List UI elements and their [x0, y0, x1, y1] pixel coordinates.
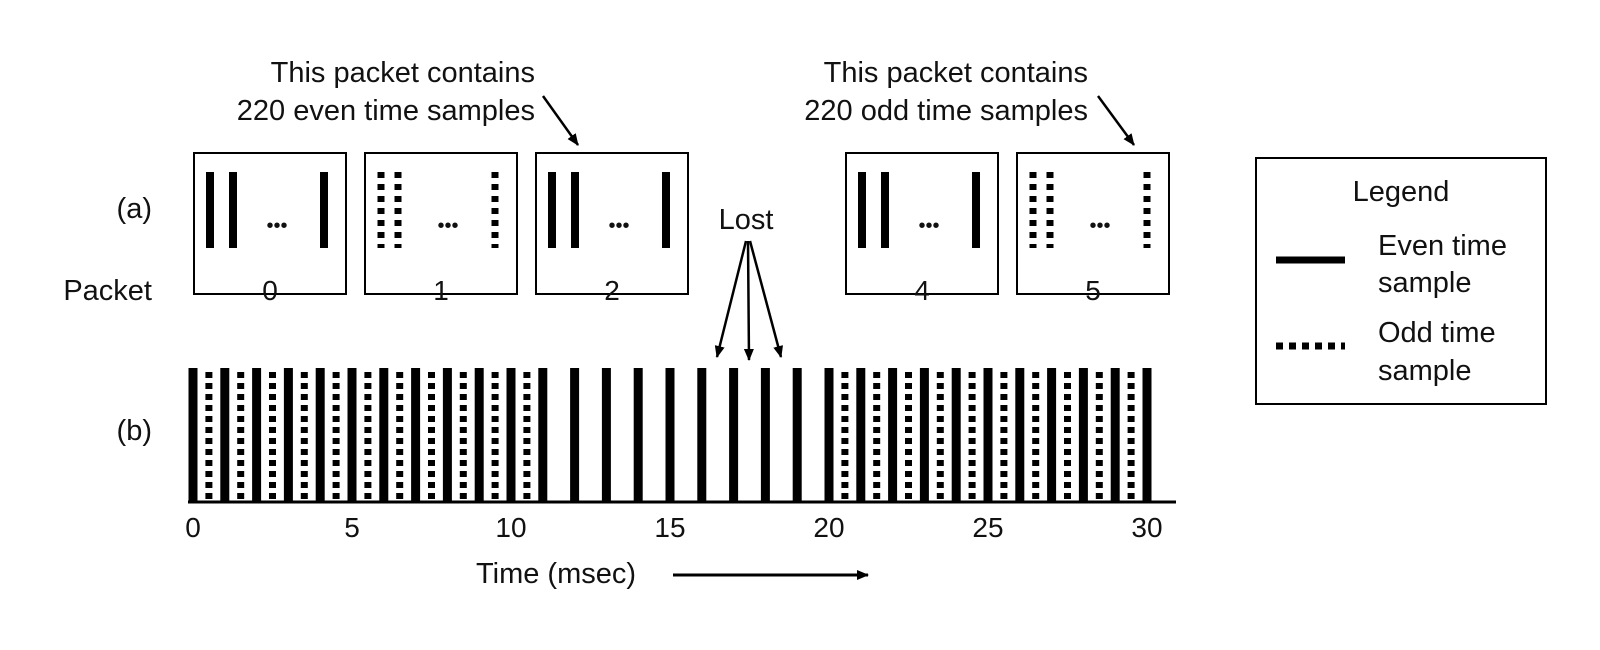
lost-arrow-right [748, 240, 783, 358]
callout-even-arrow [541, 95, 580, 146]
packet-ellipsis: ••• [266, 215, 287, 237]
packet-5: ••• 5 [1016, 152, 1170, 306]
tick-label: 30 [1131, 512, 1162, 543]
legend: Legend Even time sample Odd time sample [1255, 157, 1547, 405]
time-axis-label: Time (msec) [476, 558, 636, 590]
sample-timeline [188, 368, 1152, 501]
legend-odd-label-1: Odd time [1378, 317, 1496, 349]
tick-label: 0 [185, 512, 201, 543]
packet-row-label: Packet [63, 275, 152, 307]
legend-title: Legend [1353, 176, 1450, 208]
row-a-label: (a) [117, 193, 152, 225]
legend-odd-label-2: sample [1378, 355, 1472, 387]
row-b-label: (b) [117, 415, 152, 447]
tick-label: 25 [972, 512, 1003, 543]
callout-odd-line-2: 220 odd time samples [804, 95, 1088, 127]
packet-number: 5 [1085, 275, 1101, 306]
callout-even-line-1: This packet contains [271, 57, 535, 89]
packet-1: ••• 1 [364, 152, 518, 306]
tick-label: 10 [495, 512, 526, 543]
tick-label: 5 [344, 512, 360, 543]
lost-label: Lost [719, 204, 774, 236]
packet-box [845, 152, 999, 295]
callout-odd-arrow [1096, 95, 1136, 146]
packet-number: 4 [914, 275, 930, 306]
packet-2: ••• 2 [535, 152, 689, 306]
packet-ellipsis: ••• [437, 215, 458, 237]
legend-even-label-2: sample [1378, 267, 1472, 299]
packet-row: ••• 0 ••• 1 ••• 2 ••• 4 ••• 5 [193, 152, 1170, 306]
time-axis-ticks: 0 5 10 15 20 25 30 [185, 512, 1162, 543]
packet-number: 1 [433, 275, 449, 306]
packet-4: ••• 4 [845, 152, 999, 306]
packet-box [364, 152, 518, 295]
packet-box [535, 152, 689, 295]
packet-ellipsis: ••• [608, 215, 629, 237]
lost-arrow-middle [743, 240, 754, 361]
callout-even-line-2: 220 even time samples [237, 95, 535, 127]
tick-label: 20 [813, 512, 844, 543]
legend-box [1255, 157, 1547, 405]
legend-even-label-1: Even time [1378, 230, 1507, 262]
packet-box [1016, 152, 1170, 295]
packet-ellipsis: ••• [1089, 215, 1110, 237]
tick-label: 15 [654, 512, 685, 543]
packet-number: 2 [604, 275, 620, 306]
packet-0: ••• 0 [193, 152, 347, 306]
callout-odd-line-1: This packet contains [824, 57, 1088, 89]
lost-arrow-left [714, 240, 748, 358]
packet-number: 0 [262, 275, 278, 306]
packet-ellipsis: ••• [918, 215, 939, 237]
packet-box [193, 152, 347, 295]
